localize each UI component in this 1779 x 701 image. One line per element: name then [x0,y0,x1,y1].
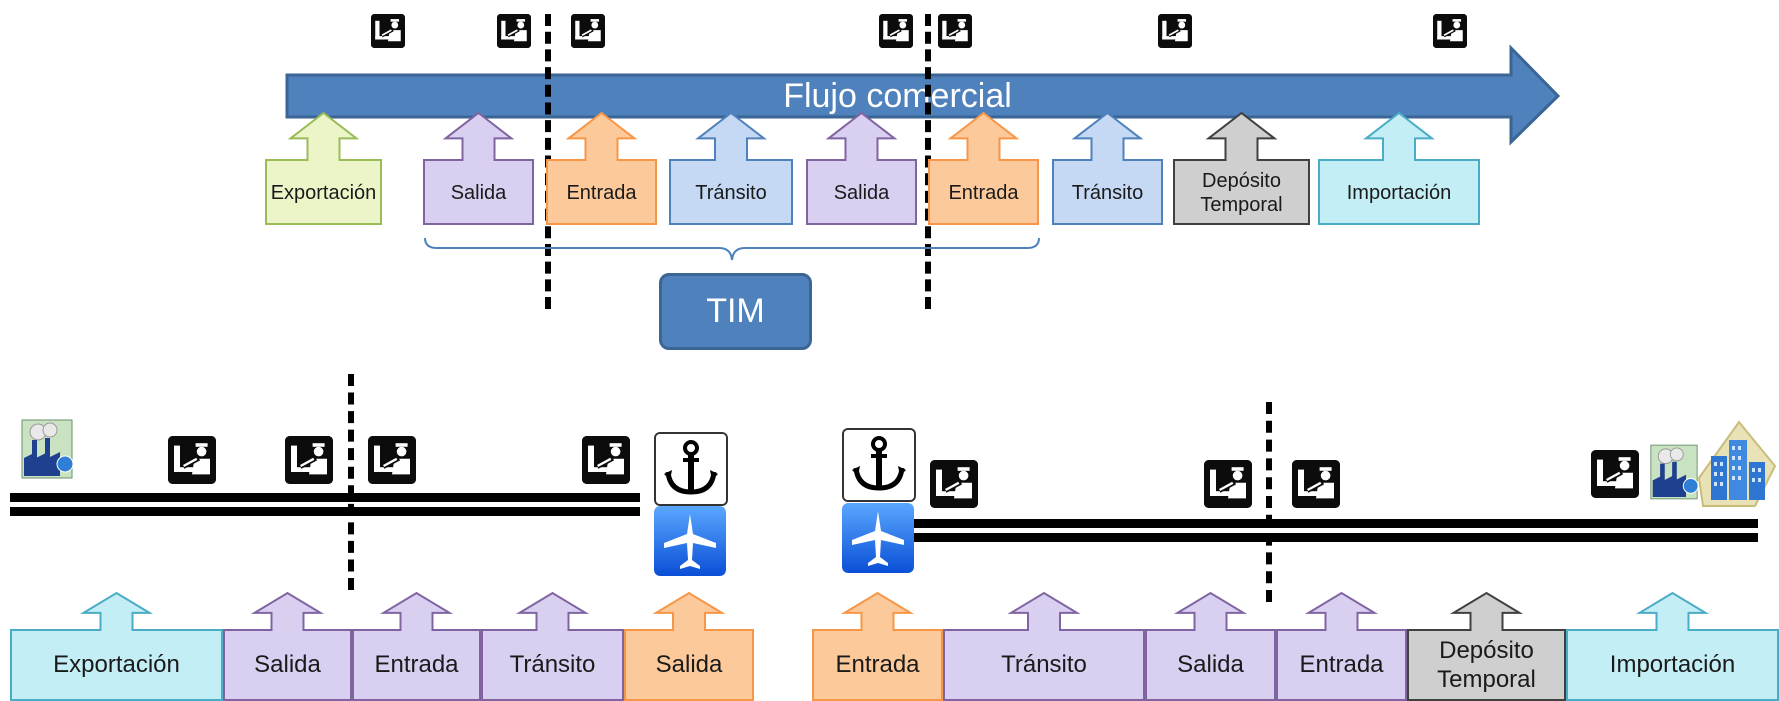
stage-label: Salida [833,181,890,204]
stage-callout: Salida [1145,591,1276,701]
stage-label: Exportación [53,651,180,679]
stage-label: Entrada [566,181,637,204]
stage-callout: Entrada [546,111,657,225]
stage-callout: Tránsito [1052,111,1163,225]
stage-label: Importación [1346,181,1452,204]
stage-label: Depósito Temporal [1437,636,1536,693]
stage-label: Entrada [374,651,459,679]
factory-icon [1650,444,1699,500]
flujo-comercial-label: Flujo comercial [783,77,1012,115]
stage-label: Exportación [270,181,377,204]
city-buildings-icon [1697,420,1777,507]
airplane-icon [842,503,914,573]
stage-callout: Tránsito [669,111,793,225]
stage-callout: Exportación [265,111,382,225]
stage-callout: Tránsito [481,591,624,701]
route-rail [10,493,640,502]
stage-callout: Exportación [10,591,223,701]
stage-callout: Salida [806,111,917,225]
stage-callout: Entrada [352,591,481,701]
stage-label: Salida [1177,651,1244,679]
stage-label: Depósito Temporal [1200,169,1283,216]
anchor-icon [842,428,916,502]
customs-officer-icon [1204,460,1252,508]
customs-officer-icon [285,436,333,484]
customs-officer-icon [168,436,216,484]
customs-officer-icon [930,460,978,508]
stage-label: Entrada [1299,651,1384,679]
customs-officer-icon [1433,14,1467,48]
customs-officer-icon [879,14,913,48]
stage-label: Importación [1609,651,1736,679]
stage-label: Salida [450,181,507,204]
customs-officer-icon [938,14,972,48]
stage-callout: Importación [1318,111,1480,225]
route-rail [914,533,1758,542]
flujo-comercial-arrow [285,44,1560,146]
customs-officer-icon [1158,14,1192,48]
airplane-icon [654,506,726,576]
border-line [1266,402,1272,602]
stage-callout: Tránsito [943,591,1145,701]
stage-callout: Entrada [812,591,943,701]
customs-officer-icon [582,436,630,484]
customs-officer-icon [368,436,416,484]
customs-officer-icon [1591,450,1639,498]
stage-label: Tránsito [695,181,767,204]
customs-officer-icon [571,14,605,48]
stage-callout: Entrada [928,111,1039,225]
route-rail [914,519,1758,528]
route-rail [10,507,640,516]
stage-callout: Salida [423,111,534,225]
stage-label: Entrada [835,651,920,679]
customs-officer-icon [497,14,531,48]
border-line [348,374,354,590]
stage-label: Salida [655,651,723,679]
anchor-icon [654,432,728,506]
stage-callout: Importación [1566,591,1779,701]
stage-label: Salida [254,651,321,679]
stage-callout: Salida [624,591,754,701]
customs-officer-icon [1292,460,1340,508]
stage-callout: Depósito Temporal [1173,111,1310,225]
customs-officer-icon [371,14,405,48]
stage-label: Tránsito [1001,651,1087,679]
stage-label: Tránsito [509,651,596,679]
factory-icon [21,419,74,479]
stage-callout: Salida [223,591,352,701]
stage-label: Entrada [948,181,1019,204]
stage-label: Tránsito [1071,181,1144,204]
tim-brace [424,237,1040,261]
tim-label-box: TIM [659,273,812,350]
stage-callout: Entrada [1276,591,1407,701]
stage-callout: Depósito Temporal [1407,591,1566,701]
